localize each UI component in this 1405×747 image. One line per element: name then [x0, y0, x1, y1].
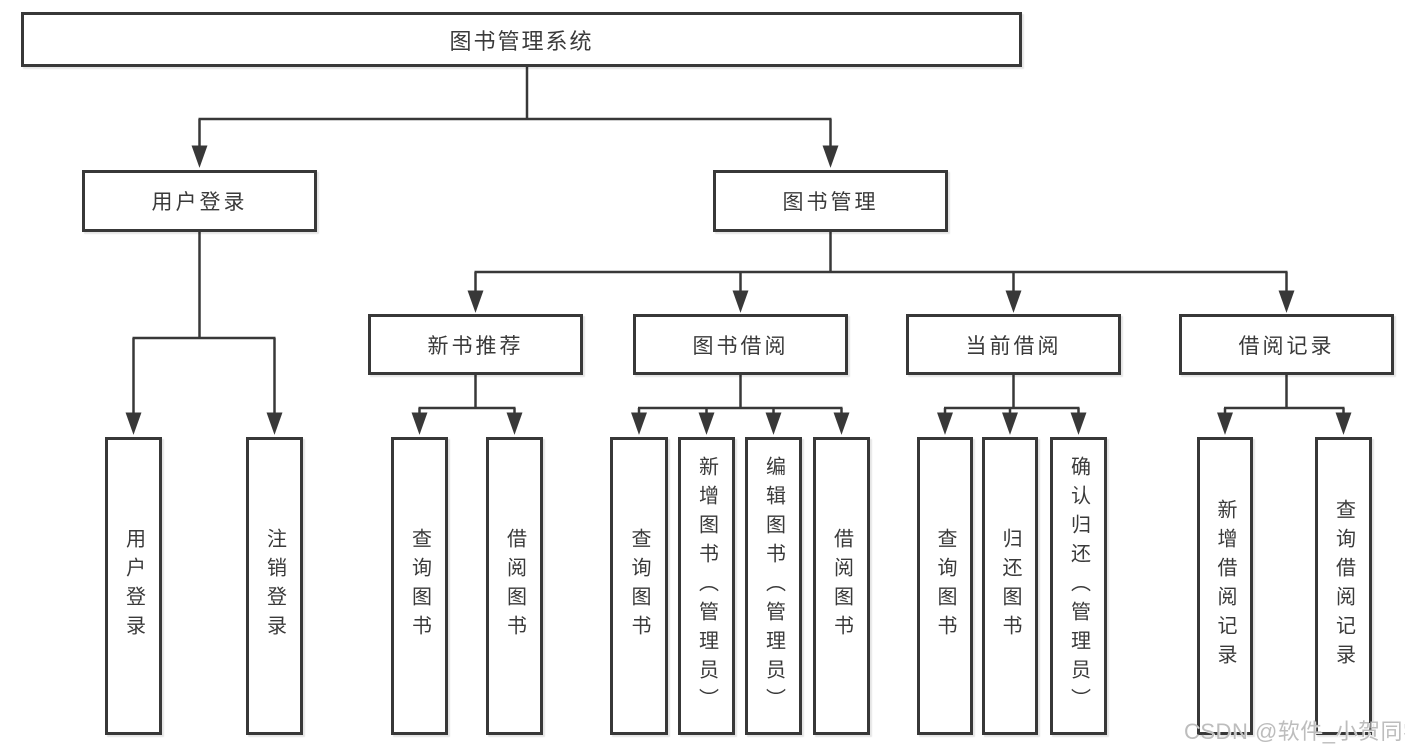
leaf-bb-edit-books-admin: 编辑图书（管理员）	[745, 437, 802, 735]
leaf-bb-add-books-admin: 新增图书（管理员）	[678, 437, 735, 735]
csdn-watermark: CSDN @软件_小贺同学	[1184, 719, 1405, 744]
node-library-management-system: 图书管理系统	[21, 12, 1022, 67]
leaf-bb-query-books-label: 查询图书	[628, 528, 650, 644]
node-user-login: 用户登录	[82, 170, 317, 232]
node-book-management-label: 图书管理	[782, 191, 879, 214]
leaf-br-add-record-label: 新增借阅记录	[1214, 499, 1236, 673]
leaf-nbr-borrow-books: 借阅图书	[486, 437, 543, 735]
leaf-bb-add-books-admin-label: 新增图书（管理员）	[695, 455, 718, 717]
leaf-logout-label: 注销登录	[263, 528, 286, 644]
leaf-nbr-query-books-label: 查询图书	[408, 528, 431, 644]
leaf-user-login-label: 用户登录	[122, 528, 145, 644]
leaf-bb-edit-books-admin-label: 编辑图书（管理员）	[762, 455, 785, 717]
leaf-cb-return-books: 归还图书	[982, 437, 1038, 735]
leaf-cb-return-books-label: 归还图书	[999, 528, 1021, 644]
leaf-user-login: 用户登录	[105, 437, 162, 735]
node-library-management-system-label: 图书管理系统	[449, 28, 594, 54]
leaf-nbr-borrow-books-label: 借阅图书	[503, 528, 526, 644]
leaf-cb-query-books-label: 查询图书	[934, 528, 956, 644]
node-new-book-recommendation-label: 新书推荐	[427, 334, 524, 358]
leaf-logout: 注销登录	[246, 437, 303, 735]
leaf-nbr-query-books: 查询图书	[391, 437, 448, 735]
node-book-management: 图书管理	[713, 170, 948, 232]
leaf-bb-borrow-books: 借阅图书	[813, 437, 870, 735]
leaf-br-query-record-label: 查询借阅记录	[1332, 499, 1355, 673]
node-borrowing-records-label: 借阅记录	[1238, 334, 1335, 358]
leaf-bb-borrow-books-label: 借阅图书	[830, 528, 853, 644]
leaf-cb-confirm-return-admin: 确认归还（管理员）	[1050, 437, 1107, 735]
node-current-borrowing: 当前借阅	[906, 314, 1121, 375]
node-book-borrowing: 图书借阅	[633, 314, 848, 375]
node-book-borrowing-label: 图书借阅	[692, 334, 789, 358]
leaf-br-query-record: 查询借阅记录	[1315, 437, 1372, 735]
node-new-book-recommendation: 新书推荐	[368, 314, 583, 375]
node-current-borrowing-label: 当前借阅	[965, 334, 1062, 358]
node-borrowing-records: 借阅记录	[1179, 314, 1394, 375]
leaf-bb-query-books: 查询图书	[610, 437, 668, 735]
leaf-br-add-record: 新增借阅记录	[1197, 437, 1253, 735]
node-user-login-label: 用户登录	[151, 191, 248, 214]
leaf-cb-query-books: 查询图书	[917, 437, 973, 735]
leaf-cb-confirm-return-admin-label: 确认归还（管理员）	[1067, 455, 1090, 717]
